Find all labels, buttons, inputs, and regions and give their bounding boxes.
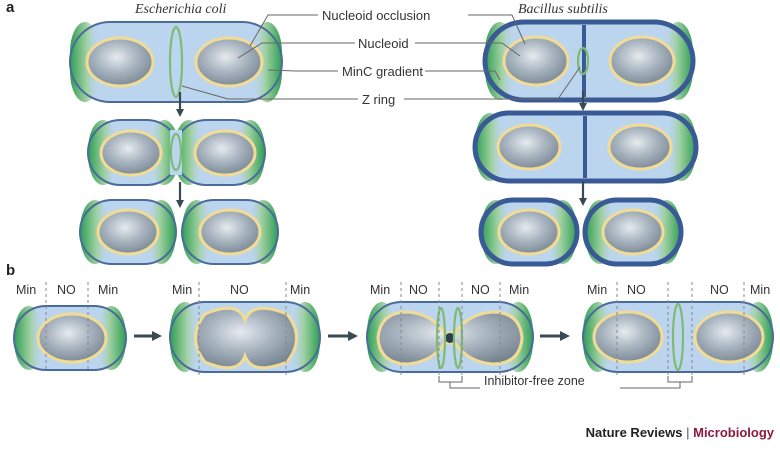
minc-gradient-left bbox=[80, 200, 110, 264]
callout-leader bbox=[449, 382, 480, 389]
nucleoid bbox=[693, 310, 765, 364]
minc-gradient-left bbox=[481, 200, 511, 264]
callout-minc-gradient: MinC gradient bbox=[342, 64, 423, 79]
minc-gradient-right bbox=[146, 200, 176, 264]
nucleoid bbox=[85, 36, 155, 88]
nucleoid bbox=[497, 208, 561, 256]
callout-leader bbox=[438, 376, 463, 383]
organism-label-ecoli: Escherichia coli bbox=[135, 2, 227, 17]
zone-label-min: Min bbox=[509, 283, 530, 297]
nucleoid bbox=[194, 306, 298, 370]
nucleoid bbox=[601, 208, 665, 256]
nucleoid bbox=[608, 35, 676, 87]
minc-gradient-left bbox=[70, 22, 100, 102]
callout-z-ring: Z ring bbox=[362, 92, 396, 107]
z-ring bbox=[168, 25, 184, 99]
callout-leader bbox=[425, 70, 501, 81]
callout-leader bbox=[620, 382, 681, 389]
callout-nucleoid: Nucleoid bbox=[358, 36, 409, 51]
ftsz-cluster bbox=[445, 333, 455, 343]
cell-envelope bbox=[169, 301, 321, 373]
nucleoid bbox=[496, 123, 562, 171]
zone-label-no: NO bbox=[57, 283, 76, 297]
nucleoid bbox=[502, 35, 570, 87]
cell-envelope bbox=[482, 19, 696, 103]
callout-leader bbox=[404, 66, 581, 100]
panel-label-a: a bbox=[6, 0, 15, 16]
zone-label-min: Min bbox=[370, 283, 391, 297]
z-ring bbox=[576, 46, 590, 76]
z-ring bbox=[169, 132, 183, 172]
zone-label-min: Min bbox=[172, 283, 193, 297]
cell-envelope bbox=[582, 197, 684, 267]
z-ring bbox=[435, 306, 447, 370]
cell-envelope bbox=[478, 197, 580, 267]
nucleoid bbox=[607, 123, 673, 171]
callout-leader bbox=[415, 42, 521, 57]
nucleoid bbox=[99, 129, 163, 177]
minc-gradient-right bbox=[666, 113, 696, 181]
cell-envelope bbox=[582, 301, 774, 373]
minc-gradient-right bbox=[290, 302, 320, 372]
cell-envelope bbox=[13, 305, 127, 371]
callout-leader bbox=[249, 14, 318, 47]
callout-leader bbox=[181, 85, 358, 100]
zone-label-no: NO bbox=[627, 283, 646, 297]
minc-gradient-right bbox=[96, 306, 126, 370]
zone-label-no: NO bbox=[710, 283, 729, 297]
nucleoid bbox=[592, 310, 664, 364]
callout-leader bbox=[667, 376, 693, 383]
zone-label-no: NO bbox=[409, 283, 428, 297]
nucleoid bbox=[193, 129, 257, 177]
zone-label-min: Min bbox=[587, 283, 608, 297]
cell-envelope bbox=[472, 110, 699, 184]
minc-gradient-left bbox=[182, 200, 212, 264]
callout-leader bbox=[468, 14, 526, 45]
cell-envelope bbox=[79, 199, 177, 265]
inhibitor-free-zone-label: Inhibitor-free zone bbox=[484, 374, 585, 388]
minc-gradient-left bbox=[170, 302, 200, 372]
z-ring bbox=[671, 302, 685, 372]
minc-gradient-right bbox=[547, 200, 577, 264]
zone-label-min: Min bbox=[750, 283, 771, 297]
minc-gradient-left bbox=[475, 113, 505, 181]
nucleoid bbox=[36, 312, 108, 364]
callout-leader bbox=[267, 69, 338, 72]
credit-separator: | bbox=[686, 425, 690, 440]
journal-credit: Nature Reviews | Microbiology bbox=[586, 425, 774, 440]
minc-gradient-right bbox=[248, 200, 278, 264]
journal-name: Nature Reviews bbox=[585, 425, 683, 440]
journal-section: Microbiology bbox=[693, 425, 774, 440]
cell-envelope bbox=[366, 301, 534, 373]
minc-gradient-right bbox=[651, 200, 681, 264]
organism-label-bsubtilis: Bacillus subtilis bbox=[518, 2, 608, 17]
minc-gradient-right bbox=[252, 22, 282, 102]
zone-label-no: NO bbox=[230, 283, 249, 297]
callout-leader bbox=[237, 42, 355, 59]
panel-label-b: b bbox=[6, 262, 16, 279]
zone-label-min: Min bbox=[290, 283, 311, 297]
cell-envelope bbox=[69, 21, 283, 103]
minc-gradient-left bbox=[585, 200, 615, 264]
zone-label-no: NO bbox=[471, 283, 490, 297]
zone-label-min: Min bbox=[16, 283, 37, 297]
nucleoid bbox=[194, 36, 264, 88]
minc-gradient-left bbox=[14, 306, 44, 370]
nucleoid bbox=[96, 208, 160, 256]
nucleoid bbox=[198, 208, 262, 256]
callout-nucleoid-occlusion: Nucleoid occlusion bbox=[322, 8, 431, 23]
cell-envelope bbox=[181, 199, 279, 265]
zone-label-min: Min bbox=[98, 283, 119, 297]
